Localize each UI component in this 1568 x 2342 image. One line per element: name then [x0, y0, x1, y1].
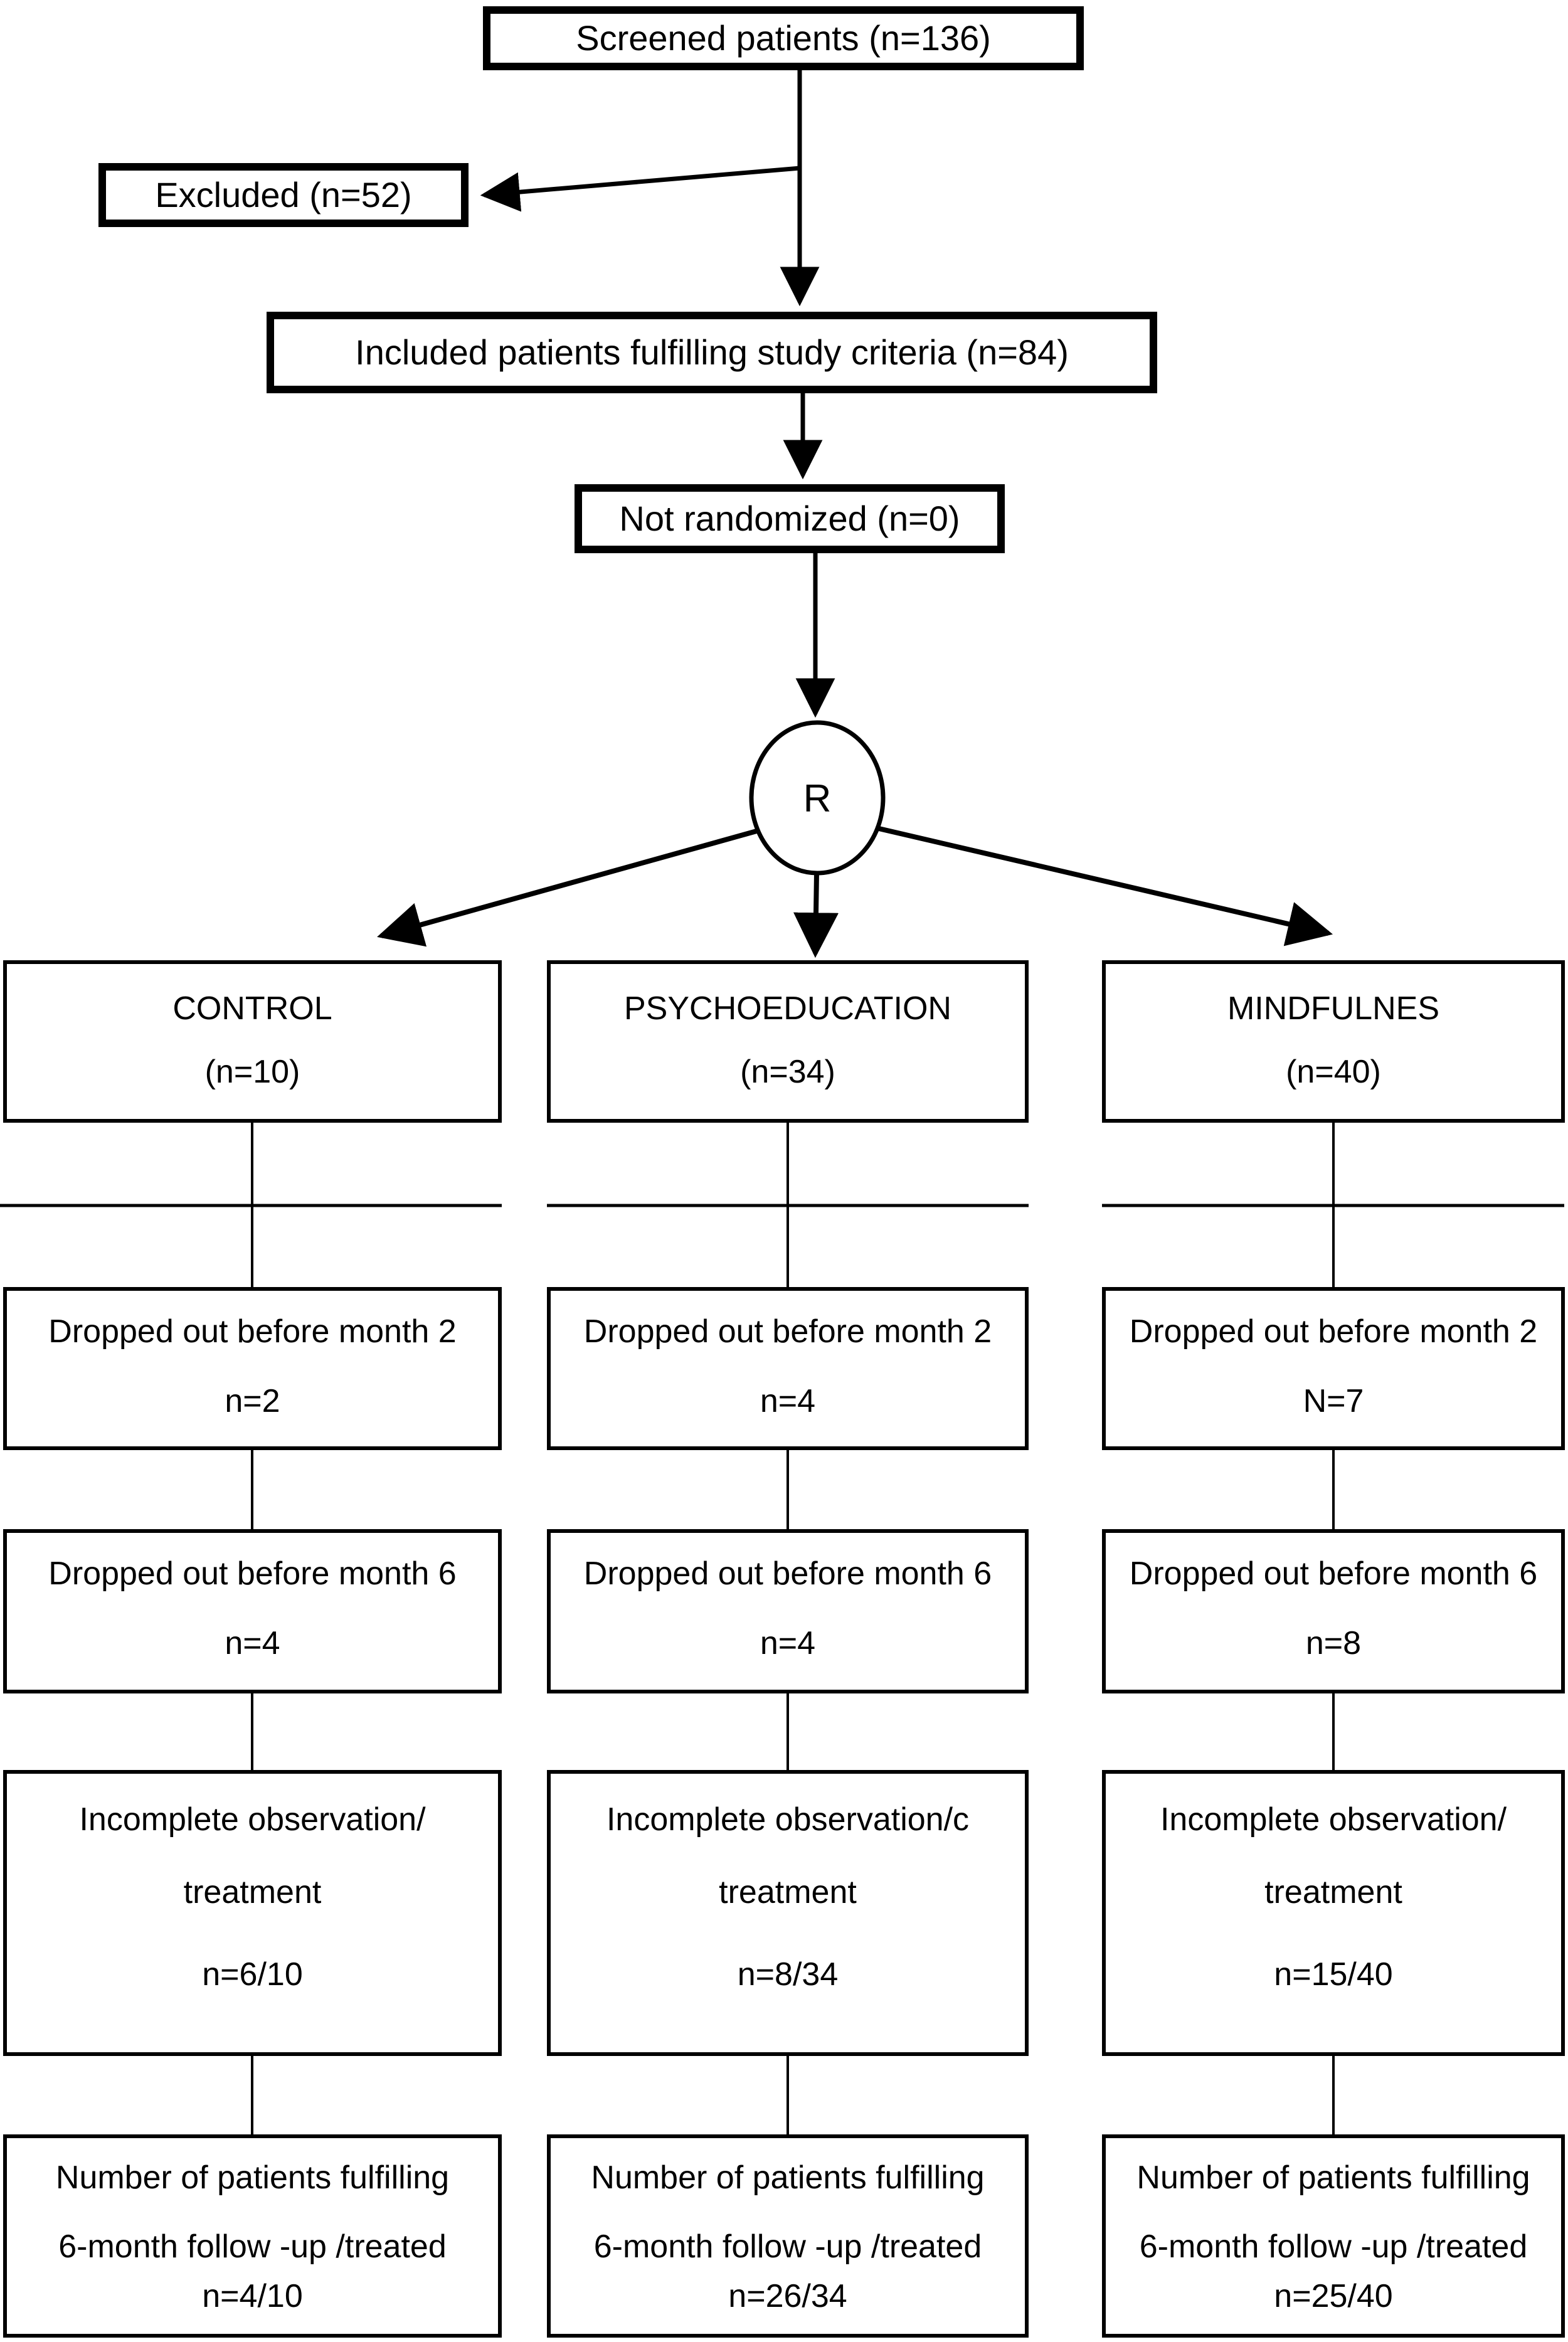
dropout-value: n=4 — [225, 1624, 280, 1661]
followup-label-line2: 6-month follow -up /treated — [593, 2228, 982, 2265]
dropout-label: Dropped out before month 2 — [583, 1313, 992, 1350]
control-followup-box: Number of patients fulfilling 6-month fo… — [3, 2134, 502, 2338]
incomplete-label-line2: treatment — [719, 1874, 857, 1911]
control-group-box: CONTROL (n=10) — [3, 960, 502, 1123]
randomization-symbol: R — [803, 777, 832, 820]
psychoeducation-incomplete-box: Incomplete observation/c treatment n=8/3… — [547, 1770, 1029, 2056]
incomplete-label-line1: Incomplete observation/c — [606, 1801, 970, 1838]
control-incomplete-box: Incomplete observation/ treatment n=6/10 — [3, 1770, 502, 2056]
mindfulnes-group-box: MINDFULNES (n=40) — [1102, 960, 1565, 1123]
followup-label-line2: 6-month follow -up /treated — [58, 2228, 447, 2265]
included-patients-label: Included patients fulfilling study crite… — [355, 332, 1069, 372]
screened-patients-label: Screened patients (n=136) — [576, 18, 991, 58]
group-name: PSYCHOEDUCATION — [624, 990, 951, 1027]
excluded-label: Excluded (n=52) — [155, 174, 412, 215]
dropout-label: Dropped out before month 2 — [48, 1313, 457, 1350]
control-dropout-month2-box: Dropped out before month 2 n=2 — [3, 1287, 502, 1450]
group-n: (n=34) — [740, 1053, 835, 1090]
mindfulnes-followup-box: Number of patients fulfilling 6-month fo… — [1102, 2134, 1565, 2338]
group-name: CONTROL — [172, 990, 332, 1027]
arrow-r-to-control — [377, 828, 760, 947]
incomplete-value: n=15/40 — [1274, 1956, 1393, 1993]
arrow-r-to-psychoeducation — [793, 872, 839, 958]
incomplete-label-line1: Incomplete observation/ — [1160, 1801, 1507, 1838]
screened-patients-box: Screened patients (n=136) — [483, 6, 1084, 70]
dropout-label: Dropped out before month 6 — [1129, 1555, 1538, 1592]
incomplete-label-line1: Incomplete observation/ — [79, 1801, 426, 1838]
dropout-value: n=8 — [1305, 1624, 1362, 1661]
mindfulnes-dropout-month6-box: Dropped out before month 6 n=8 — [1102, 1529, 1565, 1693]
followup-label-line1: Number of patients fulfilling — [1136, 2159, 1530, 2196]
followup-label-line1: Number of patients fulfilling — [55, 2159, 450, 2196]
followup-label-line1: Number of patients fulfilling — [591, 2159, 985, 2196]
followup-value: n=4/10 — [202, 2277, 303, 2314]
incomplete-label-line2: treatment — [183, 1874, 322, 1911]
psychoeducation-followup-box: Number of patients fulfilling 6-month fo… — [547, 2134, 1029, 2338]
psychoeducation-dropout-month2-box: Dropped out before month 2 n=4 — [547, 1287, 1029, 1450]
arrow-r-to-mindfulnes — [876, 825, 1333, 946]
psychoeducation-group-box: PSYCHOEDUCATION (n=34) — [547, 960, 1029, 1123]
group-n: (n=40) — [1286, 1053, 1381, 1090]
dropout-value: n=2 — [225, 1382, 280, 1419]
dropout-value: n=4 — [760, 1382, 816, 1419]
followup-value: n=25/40 — [1274, 2277, 1393, 2314]
control-dropout-month6-box: Dropped out before month 6 n=4 — [3, 1529, 502, 1693]
incomplete-value: n=8/34 — [737, 1956, 839, 1993]
dropout-label: Dropped out before month 2 — [1129, 1313, 1538, 1350]
followup-label-line2: 6-month follow -up /treated — [1139, 2228, 1528, 2265]
dropout-value: n=4 — [760, 1624, 816, 1661]
psychoeducation-dropout-month6-box: Dropped out before month 6 n=4 — [547, 1529, 1029, 1693]
excluded-box: Excluded (n=52) — [98, 163, 469, 227]
incomplete-value: n=6/10 — [202, 1956, 303, 1993]
included-patients-box: Included patients fulfilling study crite… — [267, 312, 1157, 393]
randomization-circle — [749, 720, 886, 876]
group-name: MINDFULNES — [1227, 990, 1440, 1027]
mindfulnes-dropout-month2-box: Dropped out before month 2 N=7 — [1102, 1287, 1565, 1450]
group-n: (n=10) — [204, 1053, 300, 1090]
followup-value: n=26/34 — [728, 2277, 847, 2314]
dropout-label: Dropped out before month 6 — [48, 1555, 457, 1592]
arrow-to-excluded — [480, 166, 800, 212]
mindfulnes-incomplete-box: Incomplete observation/ treatment n=15/4… — [1102, 1770, 1565, 2056]
incomplete-label-line2: treatment — [1264, 1874, 1402, 1911]
dropout-value: N=7 — [1303, 1382, 1364, 1419]
not-randomized-box: Not randomized (n=0) — [575, 484, 1005, 553]
dropout-label: Dropped out before month 6 — [583, 1555, 992, 1592]
not-randomized-label: Not randomized (n=0) — [619, 498, 960, 538]
